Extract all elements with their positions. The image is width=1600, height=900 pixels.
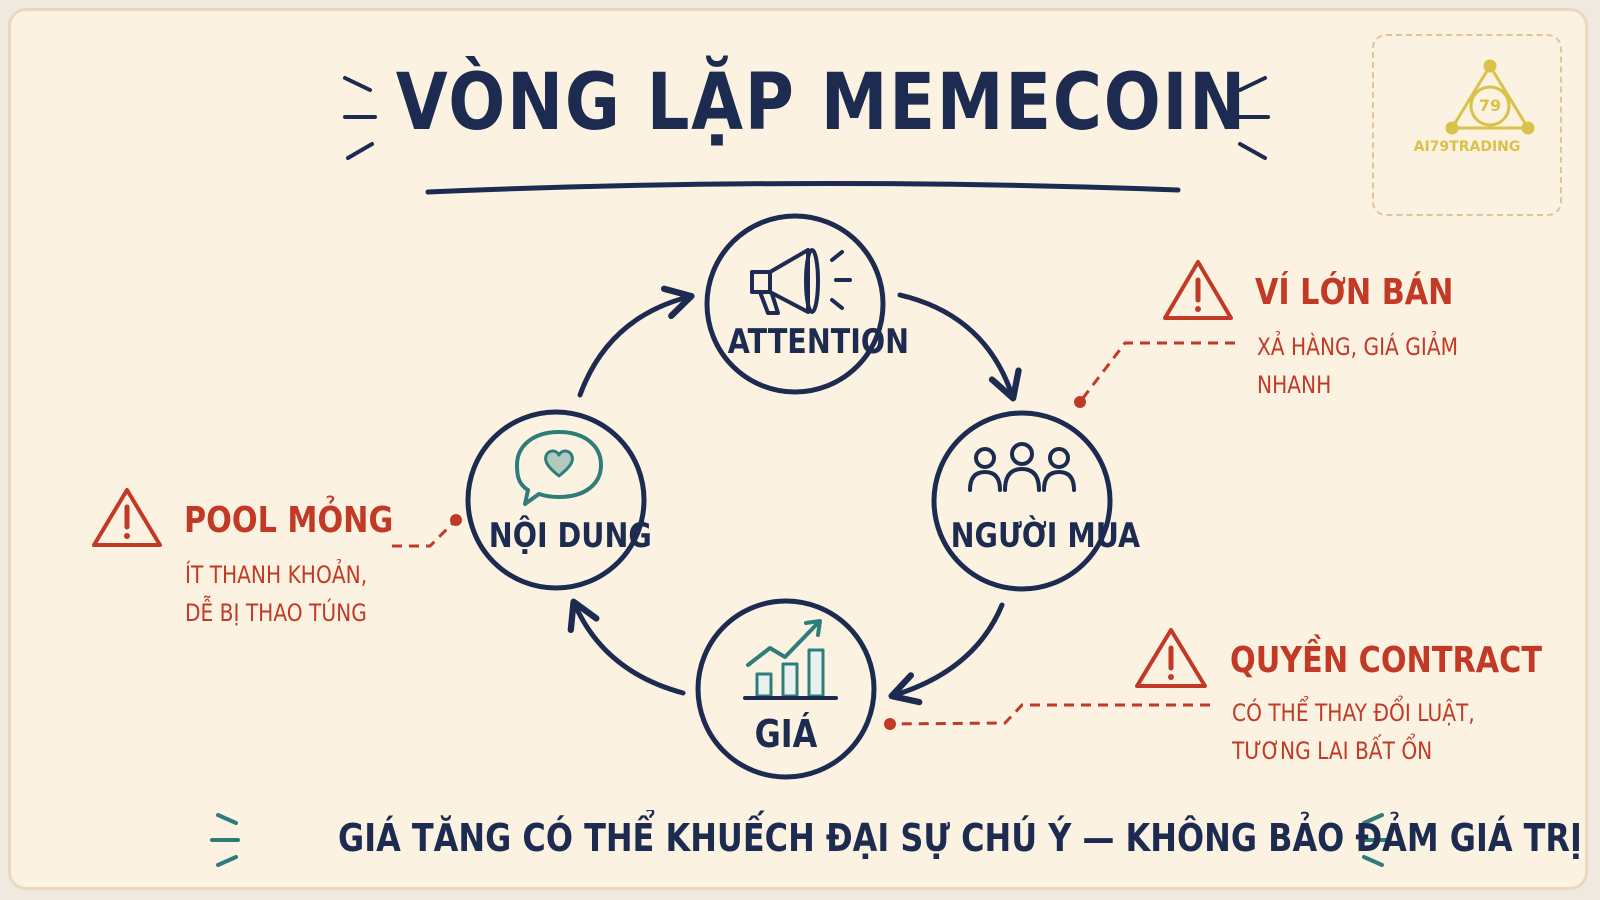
logo-emblem-icon <box>1445 59 1535 135</box>
warning-icon-pool-mong <box>92 488 162 547</box>
warning-desc-vi-lon-ban-line-1: XẢ HÀNG, GIÁ GIẢM <box>1257 333 1459 361</box>
title-dash-right <box>1234 76 1270 160</box>
warning-title-quyen-contract: QUYỀN CONTRACT <box>1230 640 1543 681</box>
warning-title-pool-mong: POOL MỎNG <box>184 500 394 541</box>
footer-dash-right <box>1360 813 1390 867</box>
logo-frame <box>1372 34 1562 216</box>
node-label-noi-dung: NỘI DUNG <box>488 516 652 556</box>
connector-pool-mong <box>392 514 462 548</box>
connector-quyen-contract <box>884 703 1210 730</box>
warning-desc-pool-mong-line-1: ÍT THANH KHOẢN, <box>185 561 368 589</box>
arrow-noi-dung-to-attention <box>577 285 695 398</box>
cycle-arrows <box>567 285 1022 706</box>
title-underline <box>425 180 1181 195</box>
warning-desc-vi-lon-ban-line-2: NHANH <box>1257 371 1332 399</box>
growth-chart-icon <box>743 619 838 700</box>
node-label-attention: ATTENTION <box>727 322 910 362</box>
warning-icon-vi-lon-ban <box>1163 260 1233 320</box>
node-circle-noi-dung <box>465 409 647 591</box>
arrow-attention-to-nguoi-mua <box>897 292 1022 402</box>
title-dash-left <box>343 76 377 160</box>
warning-icon-quyen-contract <box>1135 628 1207 688</box>
warning-desc-quyen-contract-line-1: CÓ THỂ THAY ĐỔI LUẬT, <box>1232 699 1475 727</box>
node-label-nguoi-mua: NGƯỜI MUA <box>950 516 1141 556</box>
warning-title-vi-lon-ban: VÍ LỚN BÁN <box>1255 272 1454 313</box>
chat-heart-icon <box>515 430 603 506</box>
node-label-gia: GIÁ <box>754 712 818 756</box>
logo-text: AI79TRADING <box>1413 139 1521 155</box>
node-circle-nguoi-mua <box>931 410 1113 592</box>
warning-desc-pool-mong-line-2: DỄ BỊ THAO TÚNG <box>185 599 367 627</box>
megaphone-icon <box>750 248 852 315</box>
footer-caption: GIÁ TĂNG CÓ THỂ KHUẾCH ĐẠI SỰ CHÚ Ý — KH… <box>338 816 1582 860</box>
arrow-nguoi-mua-to-gia <box>888 602 1005 706</box>
connector-vi-lon-ban <box>1074 341 1235 408</box>
logo-badge: 79 <box>1478 96 1502 115</box>
arrow-gia-to-noi-dung <box>567 598 686 696</box>
people-icon <box>968 442 1076 492</box>
page-title: VÒNG LẶP MEMECOIN <box>395 58 1248 148</box>
warning-desc-quyen-contract-line-2: TƯƠNG LAI BẤT ỔN <box>1232 737 1433 765</box>
footer-dash-left <box>210 813 240 867</box>
